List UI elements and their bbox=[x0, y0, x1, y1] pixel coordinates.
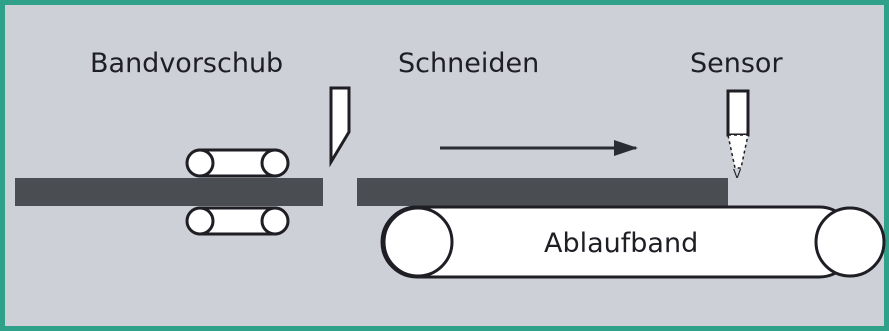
strip-cut-piece bbox=[357, 178, 728, 206]
svg-text:V: V bbox=[733, 167, 742, 181]
conveyor-belt bbox=[380, 205, 886, 279]
label-feed: Bandvorschub bbox=[90, 48, 283, 79]
sensor-icon: V bbox=[726, 89, 750, 181]
feed-roller-bottom bbox=[185, 206, 290, 236]
label-sensor: Sensor bbox=[690, 48, 783, 79]
label-cut: Schneiden bbox=[398, 48, 539, 79]
cutting-blade-icon bbox=[329, 86, 351, 168]
strip-incoming bbox=[15, 178, 323, 206]
label-conveyor: Ablaufband bbox=[544, 228, 698, 259]
feed-roller-top bbox=[185, 148, 290, 178]
